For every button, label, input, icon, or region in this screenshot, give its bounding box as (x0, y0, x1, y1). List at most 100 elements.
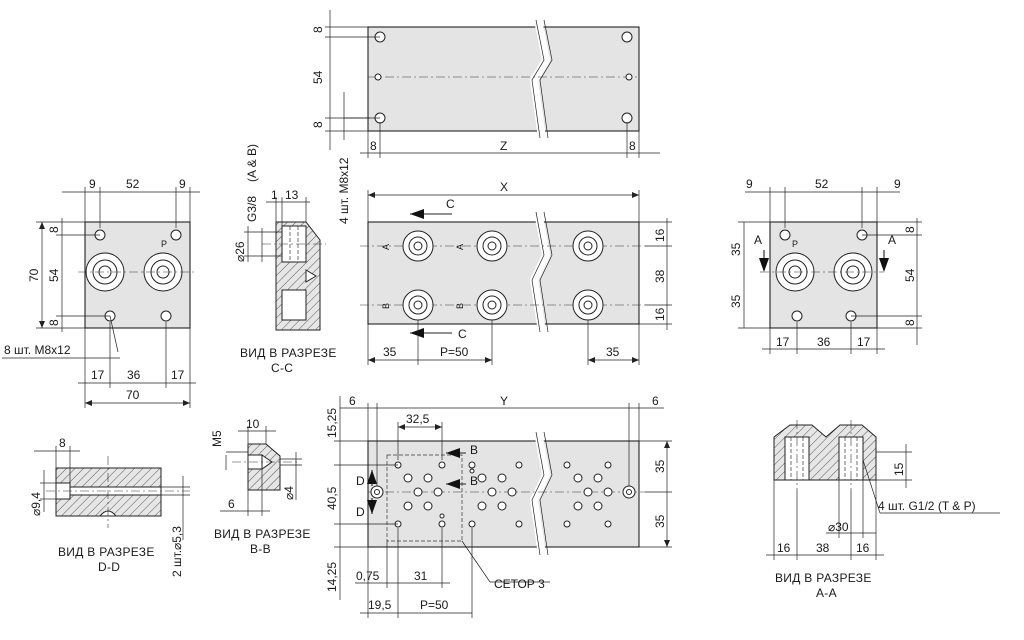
section-b-b: M5 10 6 ⌀4 ВИД В РАЗРЕЗЕ B-B (210, 417, 311, 556)
aa-diameter: ⌀30 (828, 520, 849, 534)
dim-left-70: 70 (27, 268, 41, 282)
section-mark-a: A (754, 233, 762, 247)
cc-diameter: ⌀26 (233, 241, 247, 262)
dim-z: Z (500, 139, 507, 153)
dim-front-35b: 35 (606, 345, 620, 359)
mounting-hole (621, 31, 633, 43)
bottom-dim-15-25: 15,25 (325, 408, 339, 438)
dim-left-52: 52 (126, 177, 140, 191)
bb-caption-line1: ВИД В РАЗРЕЗЕ (214, 527, 311, 541)
dim-left-17: 17 (91, 368, 105, 382)
dim-top-8b: 8 (311, 121, 325, 128)
dim-right-52: 52 (815, 177, 829, 191)
bottom-dim-6: 6 (349, 394, 356, 408)
port-letter-p: P (161, 239, 167, 249)
port-b (476, 289, 508, 321)
section-mark-b: B (470, 474, 478, 488)
bottom-dim-31: 31 (414, 569, 428, 583)
dim-left-9b: 9 (179, 177, 186, 191)
cc-thread: G3/8 (245, 196, 259, 222)
port-letter-p: P (792, 239, 798, 249)
port-p (85, 252, 125, 292)
dim-right-9: 9 (746, 177, 753, 191)
bottom-dim-0-75: 0,75 (356, 569, 380, 583)
dim-top-54: 54 (311, 70, 325, 84)
section-a-a: 15 4 шт. G1/2 (T & P) ⌀30 16 38 16 ВИД В… (766, 420, 1000, 600)
bb-diameter: ⌀4 (282, 486, 296, 500)
bottom-dim-32-5: 32,5 (406, 412, 430, 426)
hole-pattern (394, 461, 613, 528)
section-mark-d: D (356, 474, 365, 488)
left-thread-note: 8 шт. M8x12 (4, 343, 71, 357)
dd-diameter-bottom: ⌀5,3 (170, 526, 184, 550)
port-a (402, 230, 434, 262)
bottom-dim-14-25: 14,25 (325, 562, 339, 592)
dim-right-35: 35 (729, 242, 743, 256)
aa-dim-16b: 16 (856, 541, 870, 555)
port-a (572, 230, 604, 262)
bottom-dim-35: 35 (653, 459, 667, 473)
dim-right-8: 8 (903, 226, 917, 233)
port-letter-b: B (455, 303, 465, 309)
cc-caption-line2: С-С (271, 361, 293, 375)
dim-front-35: 35 (383, 345, 397, 359)
cc-thread-ports: (A & B) (245, 144, 259, 182)
bottom-dim-pitch: P=50 (420, 598, 449, 612)
section-c-c: G3/8 (A & B) 1 13 ⌀26 ВИД В РАЗРЕЗЕ С-С (233, 144, 336, 375)
dd-dim-8: 8 (59, 436, 66, 450)
section-mark-c: C (446, 197, 455, 211)
dim-right-8b: 8 (903, 319, 917, 326)
section-d-d: 8 ⌀9,4 ⌀5,3 2 шт. ВИД В РАЗРЕЗЕ D-D (29, 436, 190, 577)
right-end-view: P A A 9 52 9 35 35 8 54 8 (729, 177, 922, 354)
dim-front-pitch: P=50 (440, 345, 469, 359)
port-a (476, 230, 508, 262)
front-view: A A B B C C X 16 38 16 35 P=50 35 (360, 180, 672, 365)
dim-front-38: 38 (653, 269, 667, 283)
top-thread-note: 4 шт. M8x12 (337, 157, 351, 224)
aa-caption-line2: A-A (816, 586, 837, 600)
section-mark-b: B (470, 443, 478, 457)
dim-right-9b: 9 (894, 177, 901, 191)
bottom-dim-19-5: 19,5 (368, 598, 392, 612)
bottom-dim-6b: 6 (652, 394, 659, 408)
top-view: 8 54 8 4 шт. M8x12 8 Z 8 (311, 10, 660, 224)
bottom-dim-35b: 35 (653, 514, 667, 528)
dim-left-8b: 8 (47, 319, 61, 326)
dim-left-17b: 17 (171, 368, 185, 382)
dim-top-bottom-8: 8 (370, 139, 377, 153)
dim-left-54: 54 (47, 268, 61, 282)
left-end-view: P 9 52 9 70 8 54 8 8 шт. M8x12 17 36 17 (2, 177, 200, 408)
port-letter-a: A (381, 244, 391, 250)
dim-right-35b: 35 (729, 294, 743, 308)
section-mark-c: C (458, 327, 467, 341)
aa-caption-line1: ВИД В РАЗРЕЗЕ (775, 571, 872, 585)
dim-right-54: 54 (903, 268, 917, 282)
dim-right-17: 17 (776, 335, 790, 349)
port-letter-a: A (455, 244, 465, 250)
dim-x: X (500, 180, 508, 194)
bb-caption-line2: B-B (250, 542, 271, 556)
cc-dim-1: 1 (271, 188, 278, 202)
dim-top-8: 8 (311, 26, 325, 33)
bb-dim-10: 10 (246, 417, 260, 431)
dim-front-16b: 16 (653, 307, 667, 321)
aa-dim-16: 16 (777, 541, 791, 555)
dim-left-9: 9 (89, 177, 96, 191)
aa-dim-15: 15 (892, 462, 906, 476)
sector-label: СЕТОР 3 (494, 577, 545, 591)
dd-caption-line2: D-D (98, 560, 120, 574)
port-letter-b: B (381, 303, 391, 309)
bottom-view: B B D D 6 Y 6 32,5 15,25 40,5 14,25 (325, 394, 672, 618)
aa-thread-note: 4 шт. G1/2 (T & P) (878, 499, 976, 513)
aa-dim-38: 38 (816, 541, 830, 555)
section-mark-a: A (888, 233, 896, 247)
port-b (402, 289, 434, 321)
dim-front-16: 16 (653, 228, 667, 242)
dim-y: Y (500, 394, 508, 408)
bb-thread: M5 (210, 430, 224, 447)
section-mark-d: D (356, 505, 365, 519)
bottom-dim-40-5: 40,5 (325, 486, 339, 510)
dim-right-36: 36 (817, 335, 831, 349)
dd-caption-line1: ВИД В РАЗРЕЗЕ (58, 545, 155, 559)
